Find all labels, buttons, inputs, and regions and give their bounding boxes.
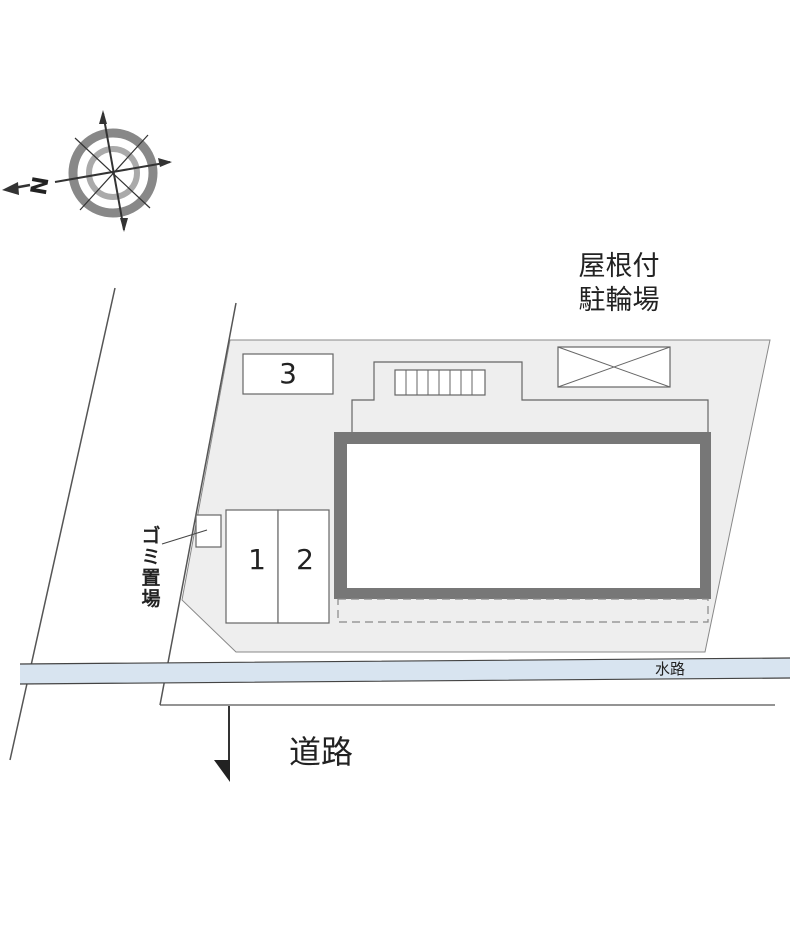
road-arrow-icon (214, 760, 230, 782)
parking-space-1 (225, 509, 279, 624)
bike-parking-label: 屋根付 駐輪場 (549, 250, 689, 318)
parking-space-2-label: 2 (296, 543, 314, 576)
garbage-label: ゴミ置場 (141, 525, 161, 610)
water-channel (20, 658, 790, 684)
parking-space-3-label: 3 (279, 357, 297, 390)
entrance-outline (351, 361, 709, 432)
garbage-area (195, 514, 222, 548)
lot-left-line (159, 302, 237, 706)
balcony-outline (337, 598, 709, 623)
building-inner (347, 444, 700, 588)
stairs (394, 369, 486, 396)
compass-icon (2, 110, 172, 232)
water-channel-label: 水路 (655, 660, 686, 678)
parking-space-1-label: 1 (248, 543, 266, 576)
parking-space-2 (277, 509, 330, 624)
parking-space-3 (242, 353, 334, 395)
garbage-leader-line (161, 529, 208, 545)
road-edge-line (9, 287, 116, 761)
bike-parking-label-line2: 駐輪場 (578, 285, 660, 316)
north-letter: N (26, 174, 55, 198)
road-label: 道路 (289, 733, 354, 771)
bike-parking-label-line1: 屋根付 (578, 251, 660, 282)
